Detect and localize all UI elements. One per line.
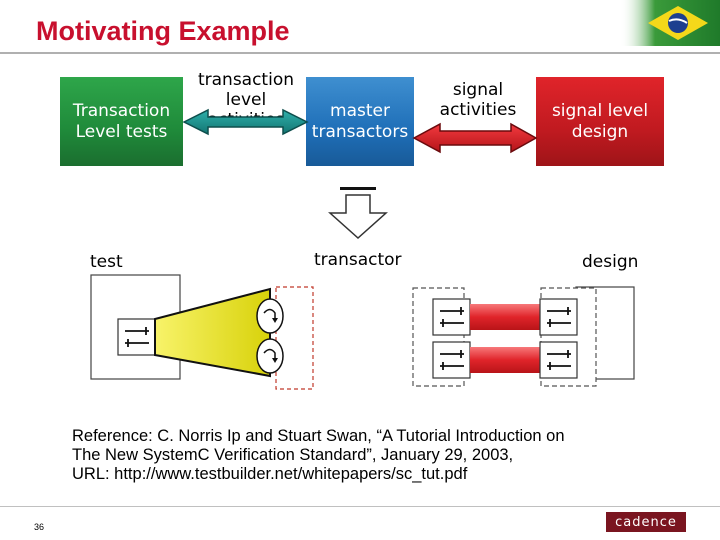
master-transactors-box: master transactors <box>306 77 414 166</box>
brazil-flag-icon <box>620 0 720 46</box>
transaction-level-tests-label: Transaction Level tests <box>72 100 171 142</box>
bidirectional-arrows-icon <box>547 350 571 370</box>
signal-bar-bottom <box>470 347 540 373</box>
transactor-label: transactor <box>314 250 402 270</box>
transaction-level-tests-box: Transaction Level tests <box>60 77 183 166</box>
design-label: design <box>582 252 639 272</box>
signal-bar-top <box>470 304 540 330</box>
transactor-port-top <box>432 298 471 336</box>
transactor-box <box>275 286 314 390</box>
reference-line-1: Reference: C. Norris Ip and Stuart Swan,… <box>72 427 565 445</box>
bidirectional-arrows-icon <box>547 307 571 327</box>
reference-text: Reference: C. Norris Ip and Stuart Swan,… <box>72 427 692 484</box>
page-number: 36 <box>34 522 45 532</box>
transactor-cycle-bottom <box>256 338 284 374</box>
transactor-cycle-top <box>256 298 284 334</box>
down-arrow-icon <box>328 187 388 240</box>
test-label: test <box>90 252 123 272</box>
test-port <box>117 318 156 356</box>
transactor-port-bottom <box>432 341 471 379</box>
design-port-bottom <box>539 341 578 379</box>
reference-line-2: The New SystemC Verification Standard”, … <box>72 446 514 464</box>
title-divider <box>0 52 720 54</box>
signal-activities-label: signal activities <box>439 80 517 120</box>
design-port-top <box>539 298 578 336</box>
signal-level-design-label: signal level design <box>551 100 649 142</box>
cadence-logo: cadence <box>606 512 686 532</box>
transaction-funnel <box>154 287 271 378</box>
signal-level-design-box: signal level design <box>536 77 664 166</box>
master-transactors-label: master transactors <box>311 100 409 142</box>
reference-line-3: URL: http://www.testbuilder.net/whitepap… <box>72 465 468 483</box>
transaction-level-activities-arrow <box>182 108 309 136</box>
signal-activities-arrow <box>412 122 538 154</box>
footer-divider <box>0 506 720 507</box>
bidirectional-arrows-icon <box>440 307 464 327</box>
slide-title: Motivating Example <box>36 16 290 46</box>
bidirectional-arrows-icon <box>125 327 149 347</box>
bidirectional-arrows-icon <box>440 350 464 370</box>
cadence-logo-text: cadence <box>615 514 677 530</box>
